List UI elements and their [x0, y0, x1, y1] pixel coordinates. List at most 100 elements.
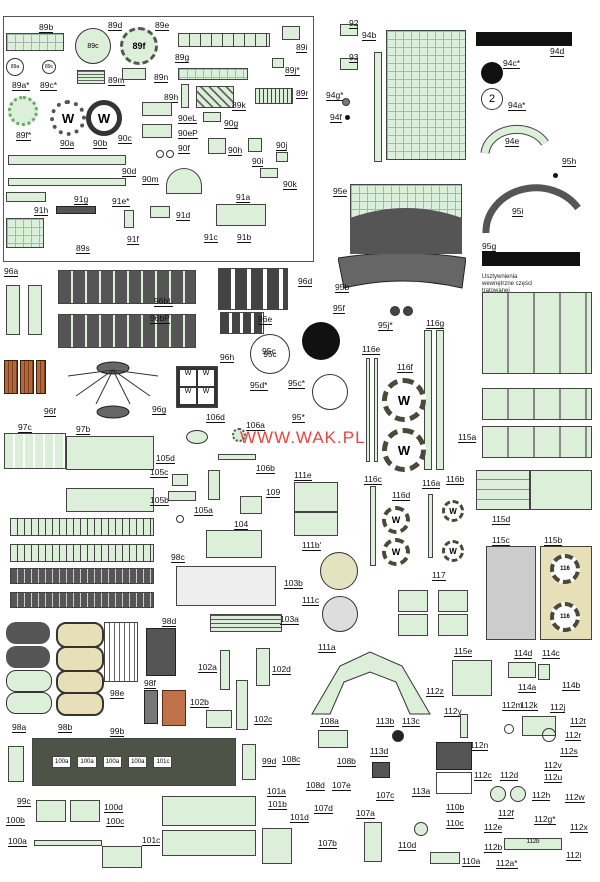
part-101a	[162, 796, 256, 826]
part-94c	[481, 62, 503, 84]
label-112c: 112c	[474, 770, 492, 781]
part-116e-1	[366, 358, 370, 462]
part-96g	[67, 361, 159, 419]
part-111e	[294, 482, 338, 512]
part-90b-w: W	[97, 110, 111, 126]
label-112b: 112b	[484, 842, 503, 853]
part-117-2	[438, 590, 468, 612]
part-91b	[216, 204, 266, 226]
part-102b	[206, 710, 232, 728]
label-96a: 96a	[4, 266, 19, 277]
label-116f: 116f	[397, 362, 413, 373]
part-96h: W W W W	[176, 366, 218, 408]
part-97b	[66, 436, 154, 470]
label-95i: 95i	[512, 206, 524, 217]
part-116b-wheel-2: W	[442, 540, 464, 562]
label-114c: 114c	[542, 648, 560, 659]
label-94c: 94c*	[503, 58, 521, 69]
label-89r: 89r	[296, 88, 309, 99]
part-116b-wheel: W	[442, 500, 464, 522]
part-95j-b	[403, 306, 413, 316]
part-98e	[104, 622, 138, 682]
part-90g	[203, 112, 221, 122]
label-112m: 112m	[502, 700, 523, 711]
part-101c	[102, 846, 142, 868]
part-89f: 89f	[120, 27, 158, 65]
part-95h	[553, 173, 558, 178]
part-89c: 89c	[75, 28, 111, 64]
part-92	[340, 24, 358, 36]
label-109: 109	[266, 487, 281, 498]
part-113-chevrons	[436, 772, 472, 794]
label-98c: 98c	[171, 552, 185, 563]
label-89g: 89g	[175, 52, 190, 63]
part-98c-2	[10, 544, 154, 562]
label-105d: 105d	[156, 453, 175, 464]
label-107d: 107d	[314, 803, 333, 814]
part-100b-1	[36, 800, 66, 822]
part-95c-text: 95c	[263, 349, 277, 359]
label-91f: 91f	[127, 234, 139, 245]
label-115b: 115b	[544, 535, 563, 546]
label-91b: 91b	[237, 232, 252, 243]
label-112e: 112e	[484, 822, 503, 833]
label-114a: 114a	[518, 682, 537, 693]
label-96bP: 96bP	[150, 313, 170, 324]
label-115c: 115c	[492, 535, 510, 546]
part-96f-2	[20, 360, 34, 394]
label-105b: 105b	[150, 495, 169, 506]
part-95b	[338, 254, 466, 289]
label-101b: 101b	[268, 799, 287, 810]
part-89c-small: 89c	[42, 60, 56, 74]
label-107c: 107c	[376, 790, 395, 801]
label-112x: 112x	[570, 822, 588, 833]
part-99c	[8, 746, 24, 782]
part-116a	[428, 494, 433, 558]
label-96h: 96h	[220, 352, 235, 363]
part-91h	[6, 192, 46, 202]
part-95c: 95c	[250, 334, 290, 374]
label-95d: 95d*	[250, 380, 268, 391]
label-91h: 91h	[34, 205, 49, 216]
label-94a: 94a*	[508, 100, 526, 111]
label-113d: 113d	[370, 746, 389, 757]
label-90d: 90d	[122, 166, 137, 177]
part-116d-wheel-1: W	[382, 506, 410, 534]
label-95f: 95f	[333, 303, 345, 314]
part-89i	[282, 26, 300, 40]
label-106d: 106d	[206, 412, 225, 423]
part-110c	[414, 822, 428, 836]
label-112n: 112n	[470, 740, 489, 751]
part-115b-r1: 116	[560, 566, 570, 572]
part-116b-w: W	[449, 506, 457, 516]
part-113d	[372, 762, 390, 778]
part-108a	[318, 730, 348, 748]
label-110a: 110a	[462, 856, 481, 867]
label-95e: 95e	[333, 186, 348, 197]
label-89s: 89s	[76, 243, 90, 254]
label-90a: 90a	[60, 138, 75, 149]
part-90d-long	[8, 178, 126, 186]
label-102c: 102c	[254, 714, 273, 725]
label-104: 104	[234, 519, 249, 530]
part-96e	[220, 312, 264, 334]
part-100a	[34, 840, 102, 846]
label-112s: 112s	[560, 746, 578, 757]
part-90b-wheel: W	[86, 100, 122, 136]
part-101b	[162, 830, 256, 856]
part-102d	[256, 648, 270, 686]
part-89b	[6, 33, 64, 51]
part-116f-wheel-1: W	[382, 378, 426, 422]
label-96g: 96g	[152, 404, 167, 415]
part-116g-2	[436, 330, 444, 470]
part-89r	[255, 88, 293, 104]
label-91a: 91a	[236, 192, 251, 203]
part-102a	[220, 650, 230, 690]
part-96f-3	[36, 360, 46, 394]
label-112r: 112r	[565, 730, 582, 741]
part-98c-4	[10, 592, 154, 608]
label-112k: 112k	[520, 700, 538, 711]
part-117-1	[398, 590, 428, 612]
label-100c: 100c	[106, 816, 125, 827]
part-89c-text: 89c	[87, 42, 99, 50]
